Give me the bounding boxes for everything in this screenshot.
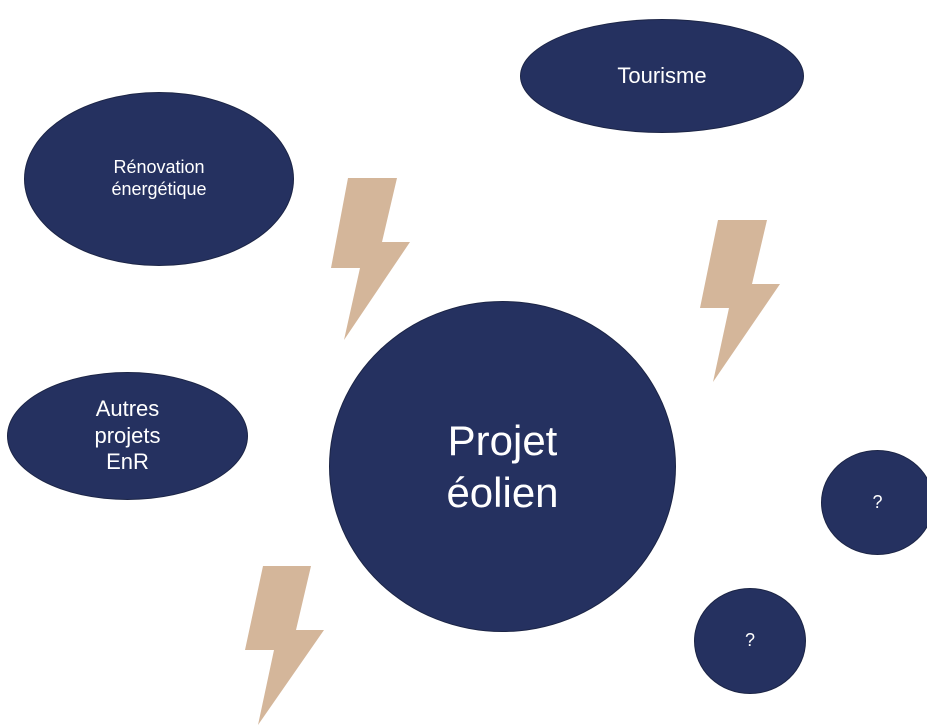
node-tourisme: Tourisme <box>520 19 804 133</box>
node-projet-label: Projet éolien <box>446 417 559 516</box>
node-unknown-2: ? <box>694 588 806 694</box>
node-unknown-2-label: ? <box>744 630 755 651</box>
node-autres-label: Autres projets EnR <box>94 396 161 475</box>
node-unknown-1-label: ? <box>872 491 883 512</box>
node-unknown-1: ? <box>821 450 927 555</box>
node-tourisme-label: Tourisme <box>617 62 707 88</box>
bolt-lower-left <box>245 566 324 725</box>
bolt-right <box>700 220 780 382</box>
node-autres-projets-enr: Autres projets EnR <box>7 372 248 500</box>
node-renovation-label: Rénovation énergétique <box>111 157 207 199</box>
bolt-upper-left <box>331 178 410 340</box>
node-renovation-energetique: Rénovation énergétique <box>24 92 294 266</box>
node-projet-eolien: Projet éolien <box>329 301 676 632</box>
